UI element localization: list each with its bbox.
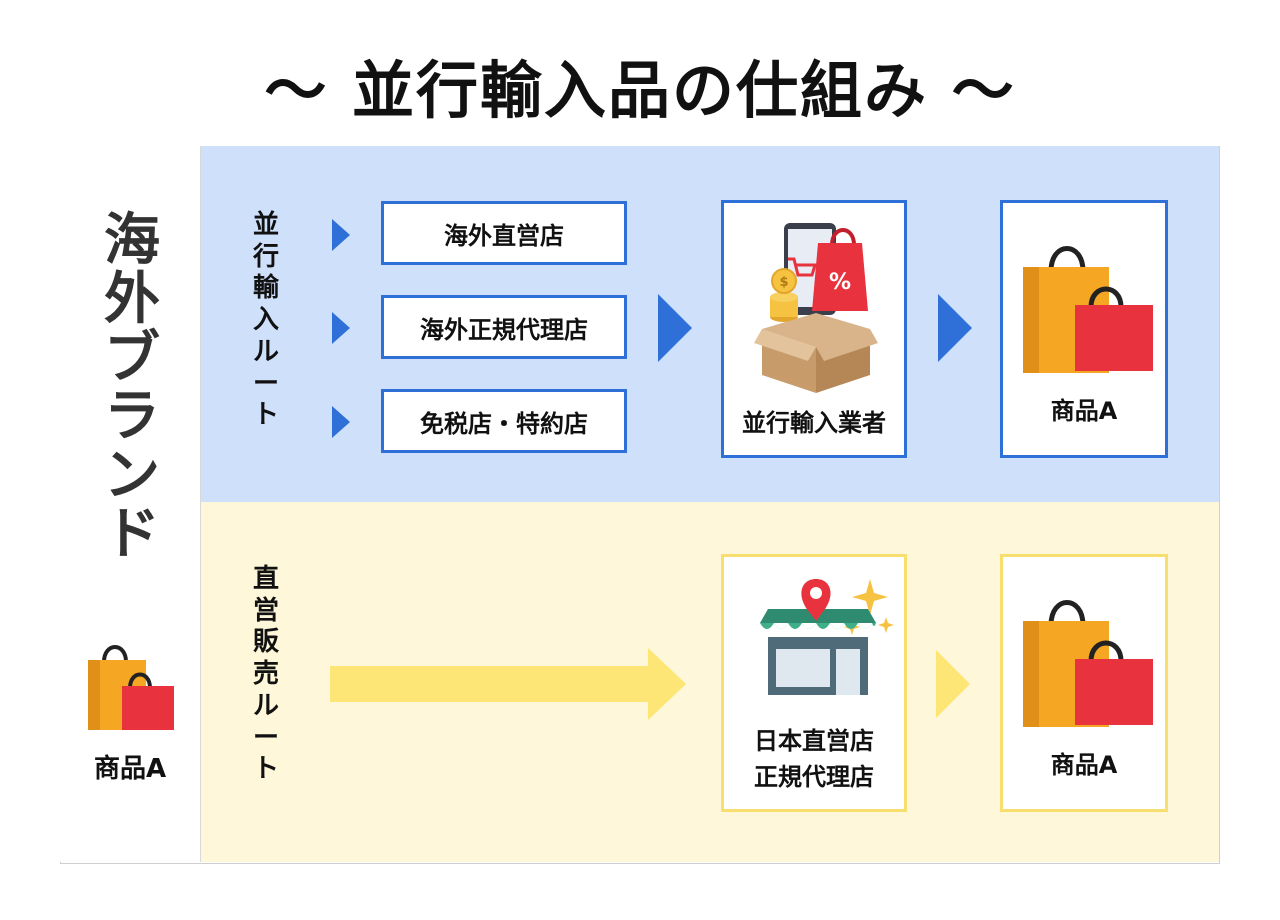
brand-label: 海 外 ブ ラ ン ド bbox=[96, 208, 168, 567]
brand-label-char: 外 bbox=[104, 266, 160, 332]
arrow-icon bbox=[938, 294, 972, 362]
direct-product-label: 商品A bbox=[1050, 751, 1118, 779]
route-label-char: 並 bbox=[252, 210, 279, 240]
route-label-char: 入 bbox=[252, 305, 279, 336]
route-label-char: ル bbox=[252, 336, 279, 367]
importer-label: 並行輸入業者 bbox=[742, 409, 886, 437]
parallel-product-label: 商品A bbox=[1050, 397, 1118, 425]
route-label-char: 売 bbox=[252, 659, 279, 690]
brand-label-char: ン bbox=[104, 443, 160, 509]
brand-label-char: ブ bbox=[104, 325, 160, 391]
svg-text:$: $ bbox=[779, 275, 788, 290]
route-label-char: 行 bbox=[252, 241, 279, 272]
route-label-char: ト bbox=[252, 400, 279, 431]
parallel-product-card: 商品A bbox=[1000, 200, 1168, 458]
importer-icon: % $ bbox=[754, 223, 878, 393]
long-arrow-shaft bbox=[330, 666, 650, 702]
route-label-char: ー bbox=[252, 722, 279, 753]
brand-column bbox=[60, 146, 201, 862]
direct-product-card: 商品A bbox=[1000, 554, 1168, 812]
importer-card: % $ 並行輸入業者 bbox=[721, 200, 907, 458]
route-label-char: 直 bbox=[252, 564, 279, 594]
route-label-char: ト bbox=[252, 754, 279, 785]
arrow-icon bbox=[658, 294, 692, 362]
parallel-route-label: 並 行 輸 入 ル ー ト bbox=[246, 210, 286, 432]
route-label-char: 営 bbox=[252, 595, 279, 626]
arrow-icon bbox=[332, 312, 350, 344]
japan-store-card: 日本直営店 正規代理店 bbox=[721, 554, 907, 812]
page-title: 〜 並行輸入品の仕組み 〜 bbox=[264, 54, 1016, 127]
route-label-char: 販 bbox=[252, 627, 279, 658]
shopping-bag-icon bbox=[1023, 246, 1153, 373]
source-duty-free-store: 免税店・特約店 bbox=[381, 389, 627, 453]
direct-route-label: 直 営 販 売 ル ー ト bbox=[246, 564, 286, 786]
arrow-icon bbox=[332, 219, 350, 251]
brand-label-char: 海 bbox=[104, 208, 160, 273]
shopping-bag-icon bbox=[88, 645, 174, 730]
japan-store-label-line2: 正規代理店 bbox=[754, 763, 874, 791]
storefront-icon bbox=[760, 579, 894, 695]
brand-product-label: 商品A bbox=[93, 754, 167, 784]
source-overseas-authorized-agent: 海外正規代理店 bbox=[381, 295, 627, 359]
source-overseas-direct-store: 海外直営店 bbox=[381, 201, 627, 265]
arrow-icon bbox=[332, 406, 350, 438]
japan-store-label-line1: 日本直営店 bbox=[754, 727, 874, 755]
brand-label-char: ド bbox=[104, 501, 160, 567]
route-label-char: ル bbox=[252, 690, 279, 721]
brand-label-char: ラ bbox=[104, 384, 160, 450]
discount-badge: % bbox=[829, 270, 851, 295]
route-label-char: 輸 bbox=[252, 273, 279, 304]
shopping-bag-icon bbox=[1023, 600, 1153, 727]
arrow-icon bbox=[648, 648, 686, 720]
route-label-char: ー bbox=[252, 368, 279, 399]
arrow-icon bbox=[936, 650, 970, 718]
